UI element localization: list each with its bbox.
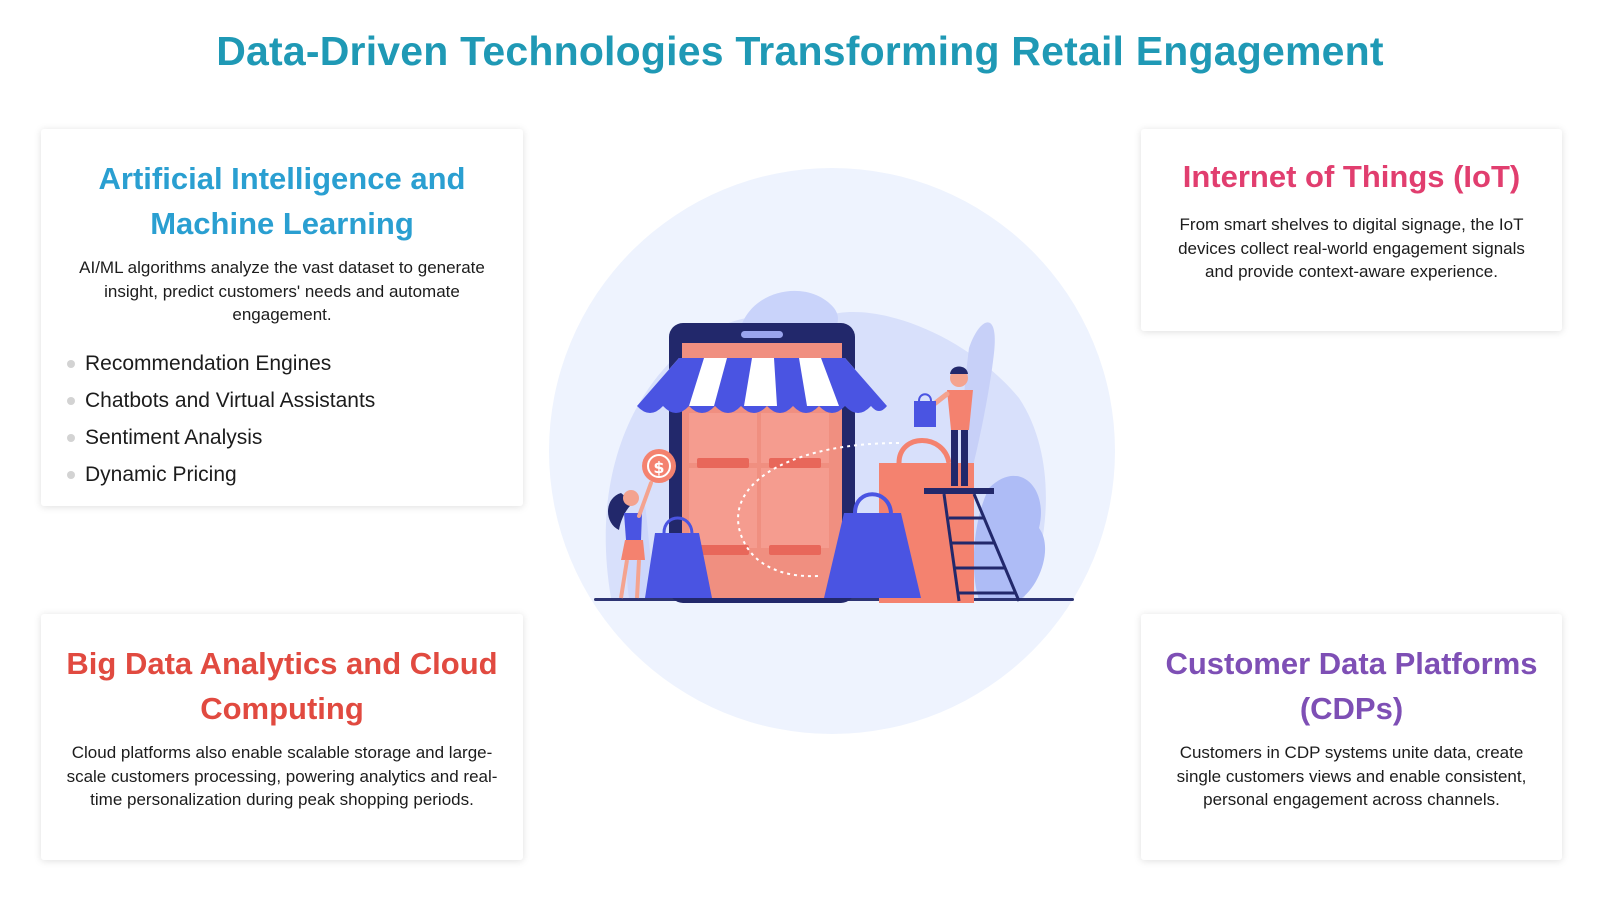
card-big-data: Big Data Analytics and Cloud Computing C… <box>41 614 523 860</box>
card-ai-ml-description: AI/ML algorithms analyze the vast datase… <box>79 258 485 324</box>
card-ai-ml: Artificial Intelligence and Machine Lear… <box>41 129 523 506</box>
card-big-data-title: Big Data Analytics and Cloud Computing <box>66 646 498 726</box>
card-iot-title: Internet of Things (IoT) <box>1182 159 1521 194</box>
list-item: Recommendation Engines <box>67 345 523 382</box>
ai-ml-list: Recommendation Engines Chatbots and Virt… <box>67 345 523 493</box>
card-iot: Internet of Things (IoT) From smart shel… <box>1141 129 1562 331</box>
list-item: Chatbots and Virtual Assistants <box>67 382 523 419</box>
card-ai-ml-title: Artificial Intelligence and Machine Lear… <box>98 161 466 241</box>
page-title: Data-Driven Technologies Transforming Re… <box>216 28 1384 74</box>
list-item: Sentiment Analysis <box>67 419 523 456</box>
list-item: Dynamic Pricing <box>67 456 523 493</box>
card-cdp-description: Customers in CDP systems unite data, cre… <box>1176 743 1527 809</box>
card-big-data-description: Cloud platforms also enable scalable sto… <box>66 743 498 809</box>
card-iot-description: From smart shelves to digital signage, t… <box>1178 215 1525 281</box>
card-cdp: Customer Data Platforms (CDPs) Customers… <box>1141 614 1562 860</box>
mobile-storefront-shopping-illustration-icon: $ <box>549 168 1115 734</box>
coin-symbol: $ <box>653 458 664 477</box>
card-cdp-title: Customer Data Platforms (CDPs) <box>1165 646 1538 726</box>
